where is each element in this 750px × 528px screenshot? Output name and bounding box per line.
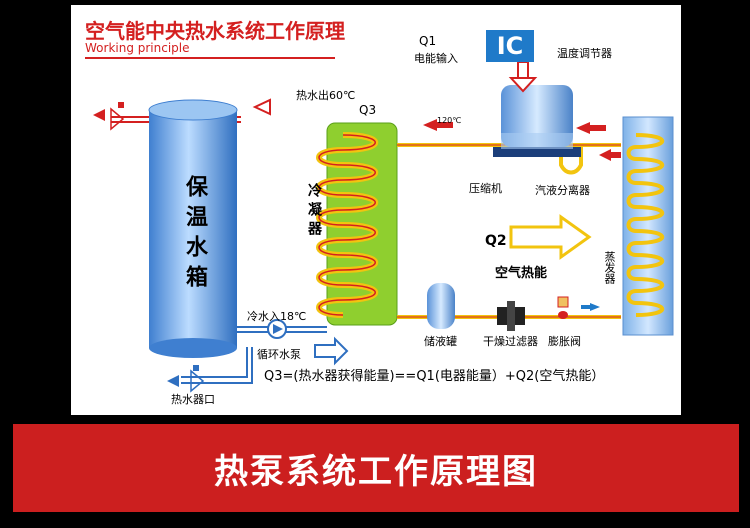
- evaporator-label: 蒸发器: [603, 251, 616, 284]
- power-arrow: [508, 61, 538, 93]
- energy-formula: Q3=(热水器获得能量)==Q1(电器能量）+Q2(空气热能）: [264, 369, 605, 384]
- condenser-coil: [316, 122, 398, 326]
- circ-pump-label: 循环水泵: [257, 348, 301, 361]
- evaporator: [622, 116, 674, 336]
- expansion-valve: [557, 296, 600, 319]
- receiver-label: 储液罐: [424, 335, 457, 348]
- bottom-banner: 热泵系统工作原理图: [13, 424, 739, 512]
- diagram-subtitle: Working principle: [85, 41, 190, 55]
- tank-label: 保温水箱: [182, 175, 207, 295]
- heater-outlet-label: 热水器口: [171, 393, 215, 406]
- q3-label: Q3: [359, 103, 377, 117]
- diagram-title: 空气能中央热水系统工作原理: [85, 19, 345, 43]
- diagram-graphics: [93, 61, 674, 393]
- condenser-label: 冷凝器: [306, 183, 322, 240]
- q1-label: Q1: [419, 34, 437, 48]
- ic-box: IC: [486, 30, 534, 62]
- circ-pump: [267, 319, 349, 366]
- air-heat-arrow: [509, 214, 592, 260]
- insulated-tank: [148, 99, 238, 358]
- power-input-label: 电能输入: [414, 52, 458, 65]
- q2-label: Q2: [485, 233, 507, 249]
- flow-arrows: [423, 119, 621, 161]
- diagram-canvas: 空气能中央热水系统工作原理 Working principle Q1 电能输入 …: [71, 5, 681, 415]
- title-underline: [85, 57, 335, 59]
- heater-outlet-valve: [167, 365, 205, 393]
- expansion-valve-label: 膨胀阀: [548, 335, 581, 348]
- banner-title: 热泵系统工作原理图: [214, 451, 538, 492]
- separator-label: 汽液分离器: [535, 184, 590, 197]
- thermostat-label: 温度调节器: [557, 47, 612, 60]
- cold-water-in-label: 冷水入18℃: [247, 310, 307, 323]
- air-heat-label: 空气热能: [495, 266, 548, 281]
- compressor: [493, 85, 581, 157]
- hot-water-out-label: 热水出60℃: [296, 89, 356, 102]
- receiver-tank: [427, 283, 455, 329]
- compressor-label: 压缩机: [469, 182, 502, 195]
- temp-120-label: 120℃: [437, 116, 462, 125]
- dryer-filter: [497, 301, 525, 331]
- dryer-label: 干燥过滤器: [483, 335, 538, 348]
